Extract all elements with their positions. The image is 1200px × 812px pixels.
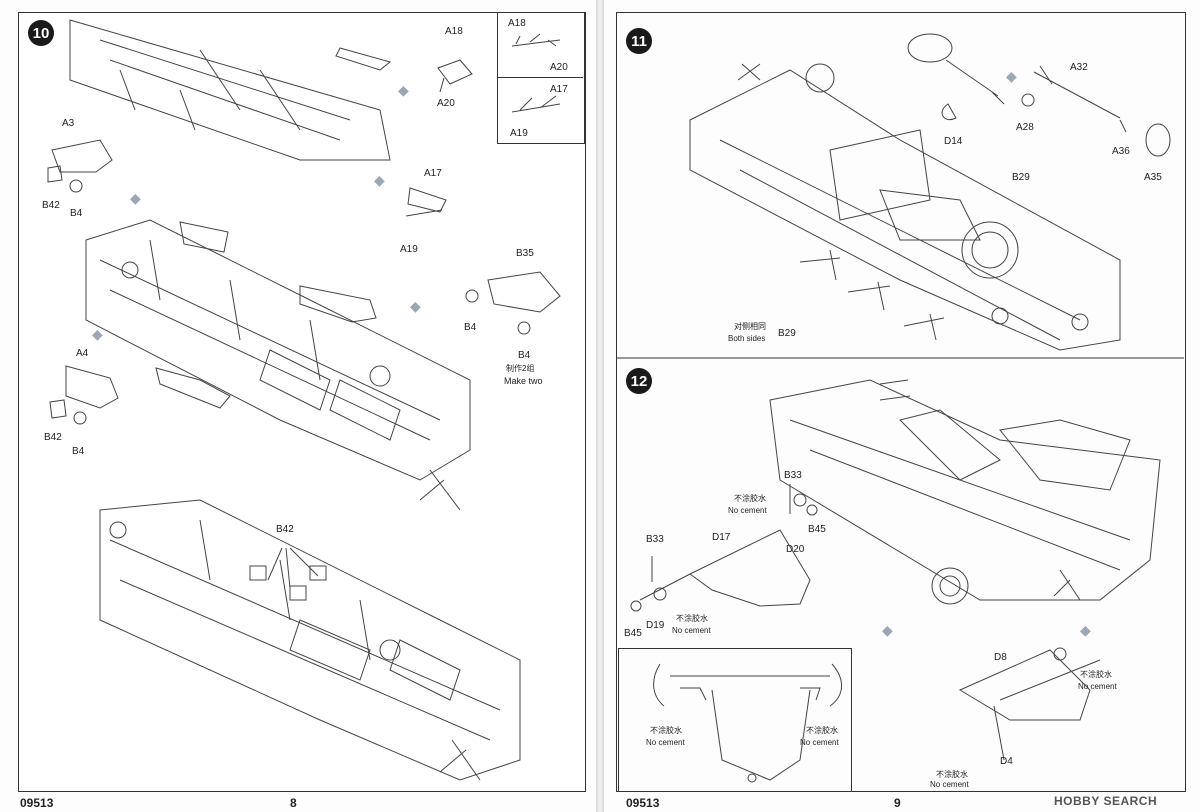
label-b33-b: B33 (646, 534, 664, 545)
right-page-code: 09513 (626, 796, 660, 810)
step10-inset (497, 12, 585, 144)
label-a32: A32 (1070, 62, 1088, 73)
inset-divider (497, 77, 583, 78)
label-b42-mid: B42 (44, 432, 62, 443)
right-page (604, 0, 1200, 812)
label-b29-bottom: B29 (778, 328, 796, 339)
label-a4: A4 (76, 348, 89, 359)
label-d19: D19 (646, 620, 665, 631)
no-cement-cn-4: 不涂胶水 (936, 770, 968, 779)
label-a35: A35 (1144, 172, 1162, 183)
step10-frame (18, 12, 586, 792)
no-cement-cn-3: 不涂胶水 (1080, 670, 1112, 679)
no-cement-cn-2: 不涂胶水 (676, 614, 708, 623)
flow-arrow-4: ◆ (410, 298, 421, 314)
inset-label-a19: A19 (510, 128, 528, 139)
label-d14: D14 (944, 136, 963, 147)
flow-arrow-6: ◆ (1006, 68, 1017, 84)
label-b45-a: B45 (808, 524, 826, 535)
no-cement-en-6: No cement (800, 738, 839, 747)
no-cement-en-4: No cement (930, 780, 969, 789)
label-b35: B35 (516, 248, 534, 259)
flow-arrow-3: ◆ (374, 172, 385, 188)
label-b4-mid: B4 (72, 446, 85, 457)
no-cement-cn-6: 不涂胶水 (806, 726, 838, 735)
watermark: HOBBY SEARCH (1054, 794, 1158, 808)
label-a18: A18 (445, 26, 463, 37)
label-b45-b: B45 (624, 628, 642, 639)
label-b4-right-a: B4 (464, 322, 477, 333)
step10-badge: 10 (28, 20, 54, 46)
label-b4-top: B4 (70, 208, 83, 219)
both-sides-cn: 对侧相同 (734, 322, 766, 331)
flow-arrow-8: ◆ (1080, 622, 1091, 638)
label-d20: D20 (786, 544, 805, 555)
label-b4-right-b: B4 (518, 350, 531, 361)
flow-arrow-2: ◆ (130, 190, 141, 206)
step11-badge: 11 (626, 28, 652, 54)
step11-12-frame (616, 12, 1186, 792)
flow-arrow-7: ◆ (882, 622, 893, 638)
step12-badge: 12 (626, 368, 652, 394)
label-a17: A17 (424, 168, 442, 179)
left-page-number: 8 (290, 796, 297, 810)
both-sides-en: Both sides (728, 334, 766, 343)
no-cement-en-2: No cement (672, 626, 711, 635)
step12-inset (618, 648, 852, 792)
label-a36: A36 (1112, 146, 1130, 157)
right-page-number: 9 (894, 796, 901, 810)
no-cement-en-5: No cement (646, 738, 685, 747)
no-cement-en-1: No cement (728, 506, 767, 515)
label-b29-top: B29 (1012, 172, 1030, 183)
label-b42-bottom: B42 (276, 524, 294, 535)
label-a20: A20 (437, 98, 455, 109)
label-b33-a: B33 (784, 470, 802, 481)
inset-label-a18: A18 (508, 18, 526, 29)
make-two-en: Make two (504, 376, 543, 386)
label-a28: A28 (1016, 122, 1034, 133)
inset-label-a17: A17 (550, 84, 568, 95)
page-gutter (596, 0, 604, 812)
no-cement-cn-5: 不涂胶水 (650, 726, 682, 735)
left-page-code: 09513 (20, 796, 54, 810)
flow-arrow-1: ◆ (398, 82, 409, 98)
label-d4: D4 (1000, 756, 1013, 767)
no-cement-cn-1: 不涂胶水 (734, 494, 766, 503)
label-a19: A19 (400, 244, 418, 255)
label-b42-top: B42 (42, 200, 60, 211)
inset-label-a20: A20 (550, 62, 568, 73)
flow-arrow-5: ◆ (92, 326, 103, 342)
make-two-cn: 制作2组 (506, 364, 535, 373)
label-a3: A3 (62, 118, 75, 129)
label-d17: D17 (712, 532, 731, 543)
label-d8: D8 (994, 652, 1007, 663)
no-cement-en-3: No cement (1078, 682, 1117, 691)
